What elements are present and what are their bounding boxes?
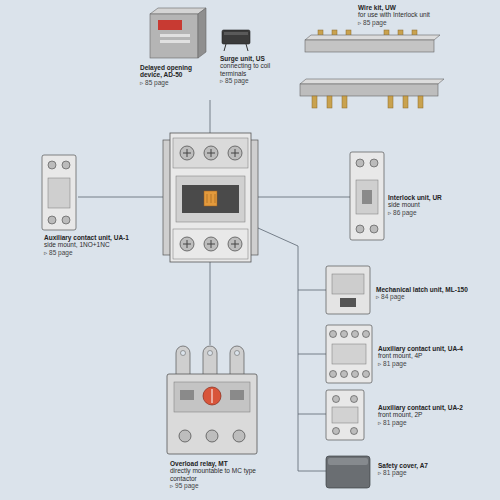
- aux-contact-ua2-drawing: [326, 390, 364, 440]
- page-reference: ▹ 81 page: [378, 469, 492, 476]
- caption-group: Delayed opening device, AD-50▹ 85 page: [140, 64, 208, 86]
- caption-group: Interlock unit, URside mount▹ 86 page: [388, 194, 484, 216]
- page-reference: ▹ 84 page: [376, 293, 492, 300]
- delay-device-drawing: [150, 8, 206, 58]
- page-reference: ▹ 86 page: [388, 209, 484, 216]
- page-reference: ▹ 95 page: [170, 482, 270, 489]
- safety-cover-drawing: [326, 456, 370, 488]
- caption-group: Mechanical latch unit, ML-150▹ 84 page: [376, 286, 492, 301]
- caption-group: Overload relay, MTdirectly mountable to …: [170, 460, 270, 490]
- part-description: side mount: [388, 201, 484, 208]
- caption-group: Auxiliary contact unit, UA-4front mount,…: [378, 345, 492, 367]
- caption-group: Safety cover, A7▹ 81 page: [378, 462, 492, 477]
- part-description: front mount, 2P: [378, 411, 492, 418]
- part-name: Auxiliary contact unit, UA-1: [44, 234, 148, 241]
- latch-unit-drawing: [326, 266, 370, 314]
- page-reference: ▹ 81 page: [378, 360, 492, 367]
- contactor-drawing: [163, 133, 258, 262]
- part-description: connecting to coil terminals: [220, 62, 286, 77]
- part-description: directly mountable to MC type contactor: [170, 467, 270, 482]
- interlock-unit-drawing: [350, 152, 384, 240]
- part-name: Surge unit, US: [220, 55, 286, 62]
- part-description: side mount, 1NO+1NC: [44, 241, 148, 248]
- wire-kit-drawing: [300, 30, 444, 108]
- part-name: Auxiliary contact unit, UA-4: [378, 345, 492, 352]
- part-description: for use with Interlock unit: [358, 11, 470, 18]
- page-reference: ▹ 81 page: [378, 419, 492, 426]
- part-name: Interlock unit, UR: [388, 194, 484, 201]
- page-reference: ▹ 85 page: [220, 77, 286, 84]
- aux-contact-ua4-drawing: [326, 325, 372, 383]
- page-reference: ▹ 85 page: [140, 79, 208, 86]
- page-reference: ▹ 85 page: [44, 249, 148, 256]
- part-name: Auxiliary contact unit, UA-2: [378, 404, 492, 411]
- overload-relay-drawing: [167, 346, 257, 454]
- part-name: Delayed opening device, AD-50: [140, 64, 208, 79]
- leader-lines: [78, 100, 350, 471]
- caption-group: Wire kit, UWfor use with Interlock unit▹…: [358, 4, 470, 26]
- part-name: Mechanical latch unit, ML-150: [376, 286, 492, 293]
- aux-contact-ua1-drawing: [42, 155, 76, 230]
- caption-group: Surge unit, USconnecting to coil termina…: [220, 55, 286, 85]
- part-name: Safety cover, A7: [378, 462, 492, 469]
- part-name: Wire kit, UW: [358, 4, 470, 11]
- part-description: front mount, 4P: [378, 352, 492, 359]
- surge-unit-drawing: [222, 30, 250, 51]
- caption-group: Auxiliary contact unit, UA-2front mount,…: [378, 404, 492, 426]
- page-reference: ▹ 85 page: [358, 19, 470, 26]
- part-name: Overload relay, MT: [170, 460, 270, 467]
- caption-group: Auxiliary contact unit, UA-1side mount, …: [44, 234, 148, 256]
